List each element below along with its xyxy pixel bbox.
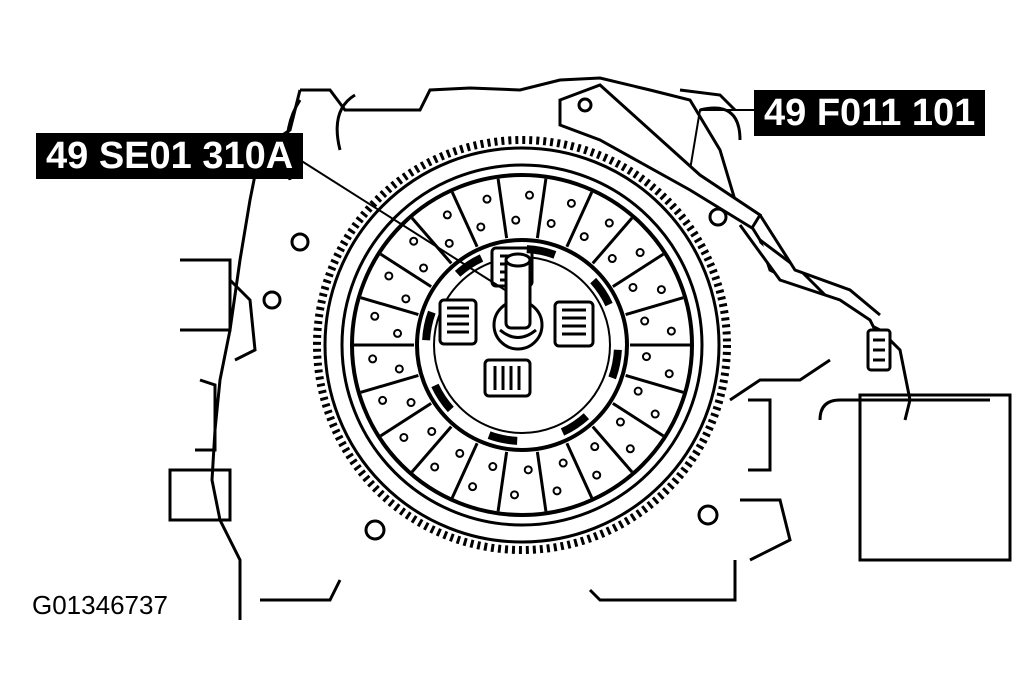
hub-slot [526, 245, 557, 259]
rivet [511, 215, 521, 225]
rivet [368, 354, 378, 364]
rivet [640, 316, 650, 326]
rivet [664, 369, 674, 379]
rivet [633, 386, 643, 396]
rivet [615, 417, 625, 427]
pad-divider [360, 373, 419, 394]
rivet [641, 352, 651, 362]
rivet [384, 271, 394, 281]
pad-divider [612, 252, 665, 288]
rivet [558, 458, 568, 468]
rivet [394, 364, 404, 374]
rivet [510, 490, 520, 500]
rivet [370, 311, 380, 321]
rivet [455, 448, 465, 458]
friction-pads [354, 178, 690, 512]
rivet [409, 236, 419, 246]
tool-callout-stopper: 49 F011 101 [754, 90, 986, 136]
housing-bolt [262, 207, 728, 541]
hub-slot [431, 383, 454, 413]
pad-divider [612, 402, 665, 438]
rivet [656, 285, 666, 295]
pad-divider [450, 442, 479, 499]
rivet [468, 482, 478, 492]
pad-divider [450, 191, 479, 248]
rivet [625, 444, 635, 454]
pad-divider [565, 191, 594, 248]
rivet [444, 238, 454, 248]
pad-divider [535, 178, 548, 239]
ring-gear-inner [323, 146, 721, 544]
rivet [552, 486, 562, 496]
rivet [628, 282, 638, 292]
rivet [546, 218, 556, 228]
rivet [482, 194, 492, 204]
rivet [607, 254, 617, 264]
rivet [666, 326, 676, 336]
hub-slot [454, 254, 484, 277]
hub-slot [487, 431, 518, 445]
rivets [368, 190, 676, 500]
pad-divider [496, 178, 509, 239]
pad-divider [625, 373, 684, 394]
rivet [650, 409, 660, 419]
centering-tool [492, 252, 544, 351]
hub-slot [608, 349, 622, 380]
pad-divider [496, 451, 509, 512]
tool-callout-centering: 49 SE01 310A [36, 133, 304, 179]
pad-divider [565, 442, 594, 499]
rivet [488, 462, 498, 472]
pad-divider [591, 425, 634, 473]
rivet [566, 198, 576, 208]
hub-slot [560, 413, 590, 436]
rivet [635, 248, 645, 258]
rivet [592, 470, 602, 480]
rivet [604, 218, 614, 228]
rivet [419, 263, 429, 273]
pad-divider [535, 451, 548, 512]
pad-divider [591, 217, 634, 265]
rivet [378, 395, 388, 405]
hub-slot [590, 277, 613, 307]
pad-divider [379, 252, 432, 288]
pad-divider [360, 296, 419, 317]
rivet [399, 432, 409, 442]
rivet [427, 426, 437, 436]
hub-slot [422, 310, 436, 341]
rivet [406, 398, 416, 408]
rivet [590, 442, 600, 452]
rivet [442, 210, 452, 220]
rivet [476, 222, 486, 232]
rivet [523, 465, 533, 475]
flywheel-face [340, 163, 704, 527]
pad-divider [625, 296, 684, 317]
pad-divider [410, 217, 453, 265]
rivet [524, 190, 534, 200]
rivet [401, 294, 411, 304]
rivet [579, 232, 589, 242]
figure-id: G01346737 [32, 590, 168, 620]
ring-gear-stopper-tool [558, 83, 892, 372]
pad-divider [379, 402, 432, 438]
pad-divider [410, 425, 453, 473]
rivet [430, 462, 440, 472]
rivet [393, 328, 403, 338]
ring-gear-outer [313, 136, 731, 554]
